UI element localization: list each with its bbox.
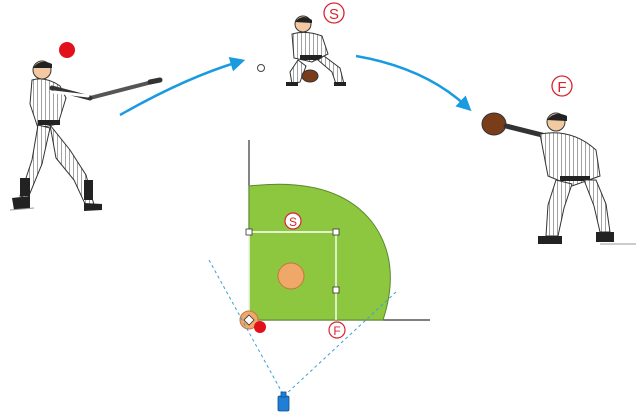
shortstop-marker: S — [323, 2, 345, 24]
field-shortstop-marker: S — [284, 212, 302, 230]
throw-arrow — [355, 54, 472, 112]
shortstop-figure — [286, 15, 346, 86]
camera-sight-right — [283, 291, 397, 397]
first-base — [332, 286, 340, 294]
second-base — [332, 228, 340, 236]
batter-figure — [9, 60, 163, 211]
home-plate — [243, 314, 255, 326]
base-paths — [248, 231, 337, 320]
camera-icon — [277, 391, 290, 412]
pitched-ball — [59, 42, 75, 58]
infield-grass — [248, 183, 391, 321]
pitcher-mound — [277, 262, 305, 290]
camera-sight-left — [208, 259, 285, 397]
field-shortstop-letter: S — [289, 215, 297, 229]
field-first-base-marker: F — [328, 321, 346, 339]
first-base-marker: F — [551, 75, 573, 97]
field-diagram: S F — [208, 140, 430, 412]
first-baseman-figure — [481, 112, 636, 245]
field-first-base-letter: F — [333, 324, 340, 338]
first-base-letter: F — [557, 79, 566, 96]
third-base — [245, 228, 253, 236]
hit-arrow — [119, 56, 246, 117]
fielded-ball — [257, 64, 265, 72]
shortstop-letter: S — [329, 6, 339, 23]
ball-at-home — [254, 321, 266, 333]
